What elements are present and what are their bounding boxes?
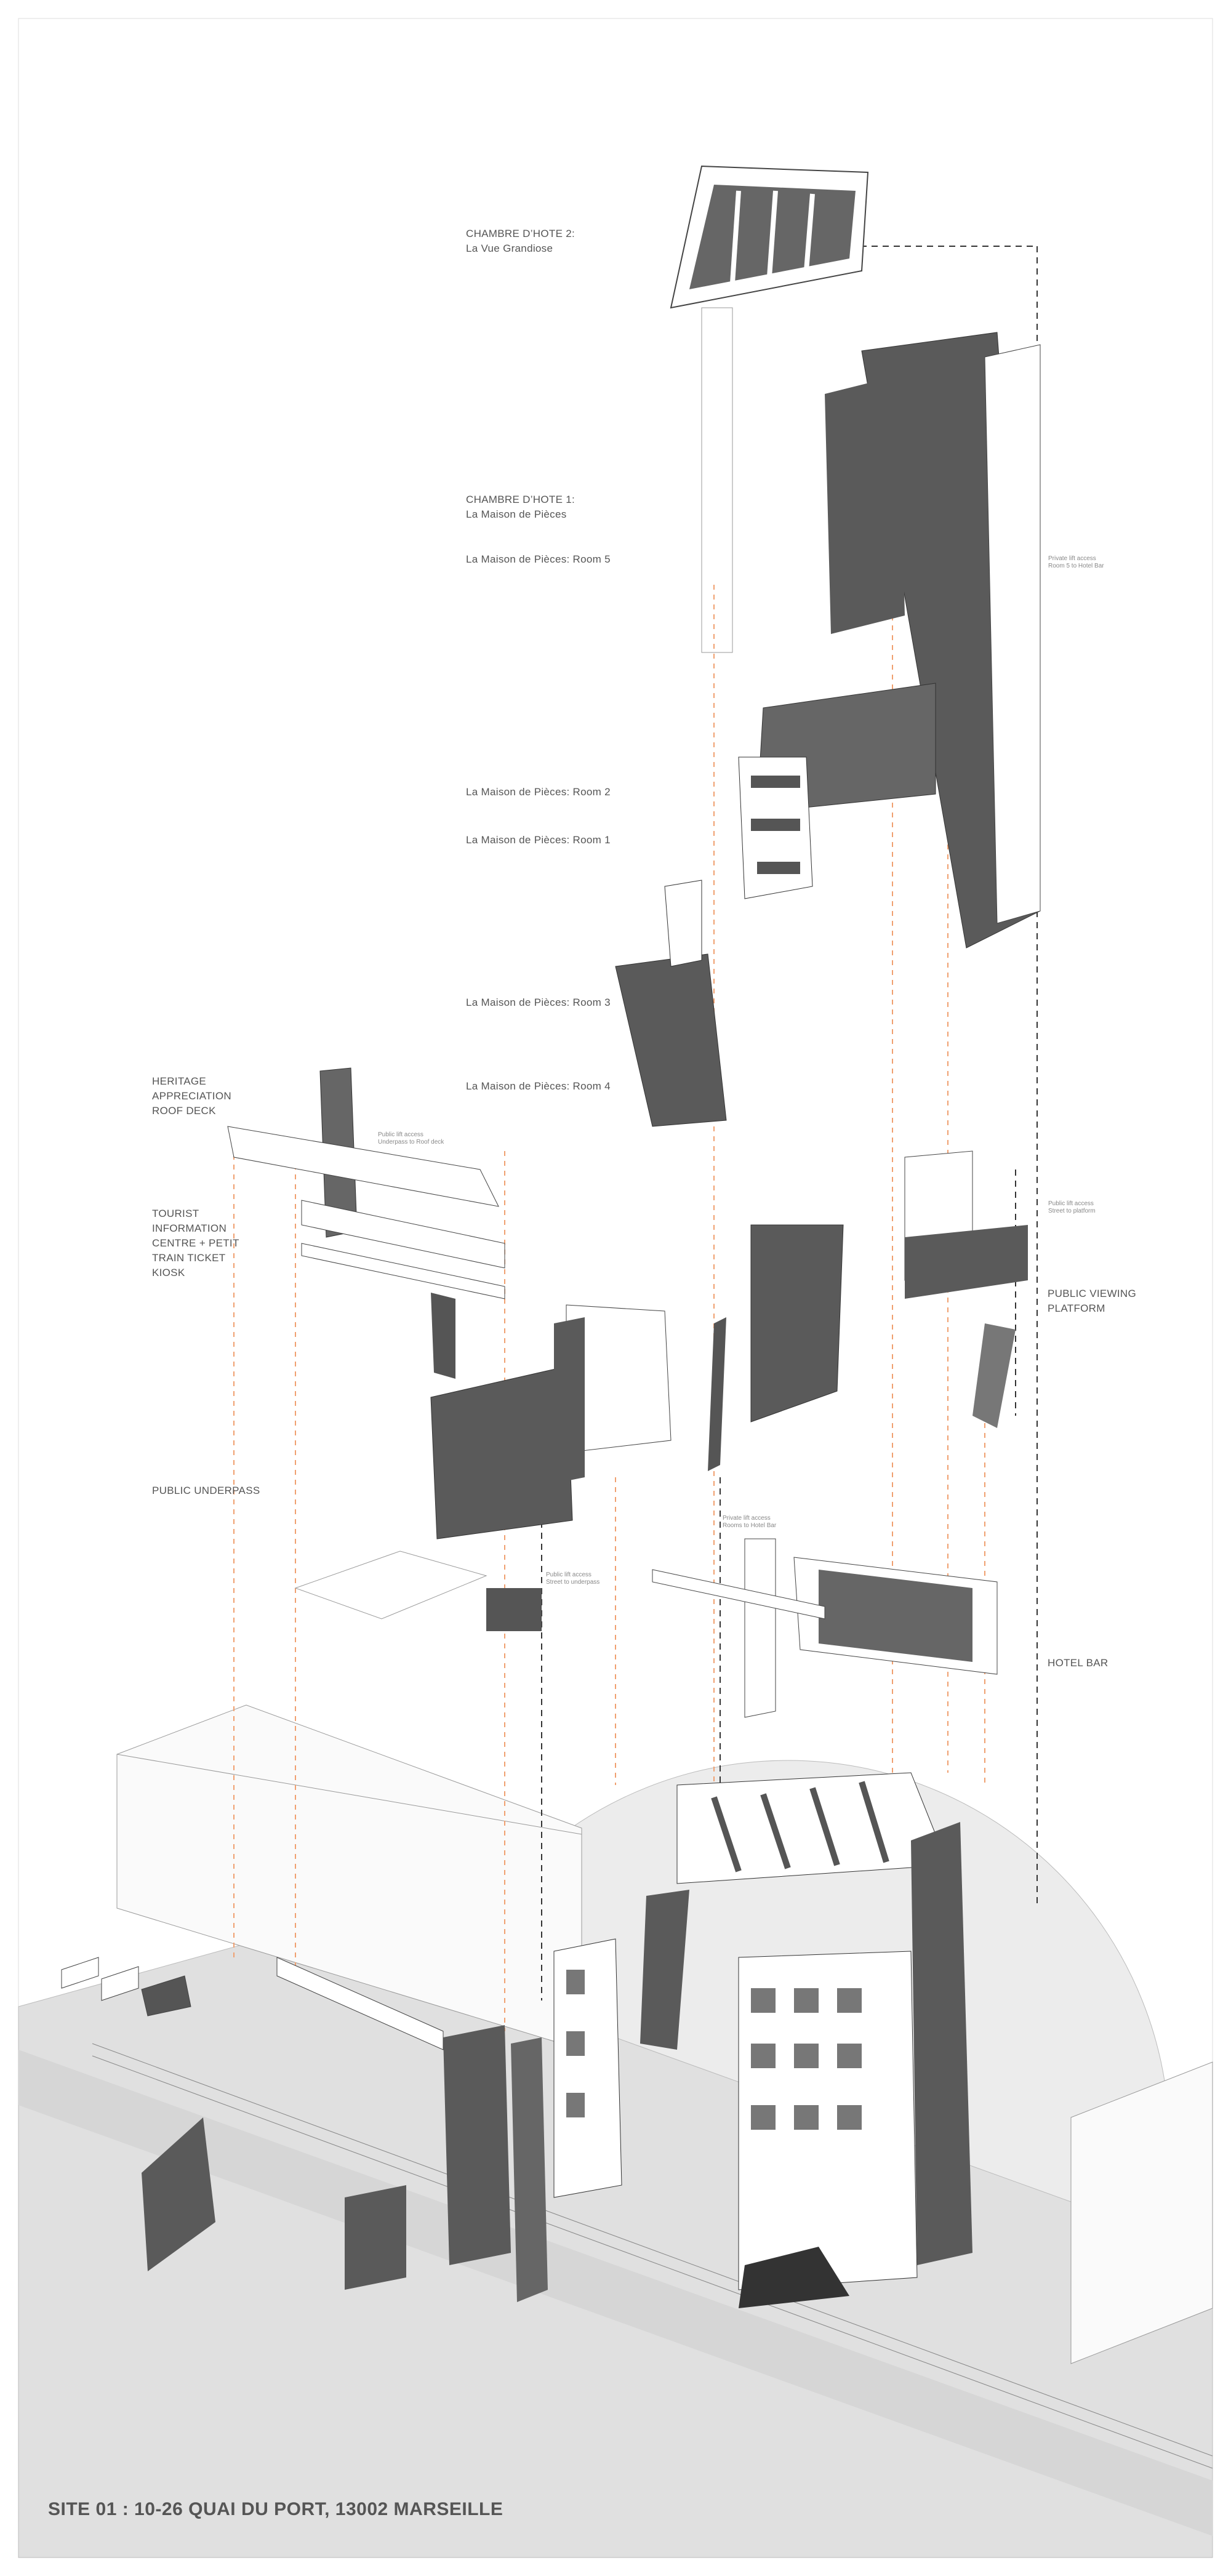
label-hotel-bar: HOTEL BAR bbox=[1048, 1657, 1109, 1669]
label-room-5: La Maison de Pièces: Room 5 bbox=[466, 553, 611, 565]
roof-deck-tourist-centre-model bbox=[227, 1067, 505, 1379]
hotel-bar-model bbox=[652, 1538, 998, 1718]
label-public-underpass: PUBLIC UNDERPASS bbox=[152, 1485, 260, 1496]
label-public-viewing-platform: PUBLIC VIEWING PLATFORM bbox=[1048, 1288, 1137, 1314]
note-platform-lift: Public lift access Street to platform bbox=[1048, 1200, 1096, 1214]
chambre-dhote-2-model bbox=[670, 165, 869, 653]
label-room-4: La Maison de Pièces: Room 4 bbox=[466, 1080, 611, 1092]
label-chambre-2: CHAMBRE D’HOTE 2: La Vue Grandiose bbox=[466, 227, 575, 256]
label-room-3: La Maison de Pièces: Room 3 bbox=[466, 997, 611, 1008]
label-room-1: La Maison de Pièces: Room 1 bbox=[466, 834, 611, 846]
note-underpass-lift: Public lift access Street to underpass bbox=[546, 1571, 600, 1586]
note-room5-lift: Private lift access Room 5 to Hotel Bar bbox=[1048, 555, 1104, 569]
guide-lines bbox=[233, 585, 985, 2031]
context-buildings bbox=[116, 1704, 1213, 2364]
label-chambre-1-title: CHAMBRE D’HOTE 1: bbox=[466, 494, 575, 505]
public-underpass-model bbox=[294, 1304, 672, 1631]
label-chambre-1: CHAMBRE D’HOTE 1: La Maison de Pièces bbox=[466, 492, 575, 522]
note-rooms-lift: Private lift access Rooms to Hotel Bar bbox=[723, 1515, 777, 1529]
label-chambre-2-title: CHAMBRE D’HOTE 2: bbox=[466, 228, 575, 239]
drawing-title: SITE 01 : 10-26 QUAI DU PORT, 13002 MARS… bbox=[48, 2499, 503, 2519]
label-heritage-roof-deck: HERITAGE APPRECIATION ROOF DECK bbox=[152, 1075, 231, 1117]
rooms-3-4-model bbox=[615, 880, 727, 1127]
label-chambre-1-name: La Maison de Pièces bbox=[466, 508, 567, 520]
arch-wall-model bbox=[708, 1224, 844, 1471]
chambre-dhote-1-model bbox=[738, 332, 1041, 949]
label-room-2: La Maison de Pièces: Room 2 bbox=[466, 786, 611, 798]
label-chambre-2-name: La Vue Grandiose bbox=[466, 243, 553, 254]
assembled-building bbox=[142, 1772, 972, 2308]
viewing-platform-model bbox=[904, 1150, 1028, 1428]
train bbox=[61, 1957, 191, 2016]
note-roofdeck-lift: Public lift access Underpass to Roof dec… bbox=[378, 1131, 444, 1146]
label-tourist-information: TOURIST INFORMATION CENTRE + PETIT TRAIN… bbox=[152, 1208, 239, 1278]
